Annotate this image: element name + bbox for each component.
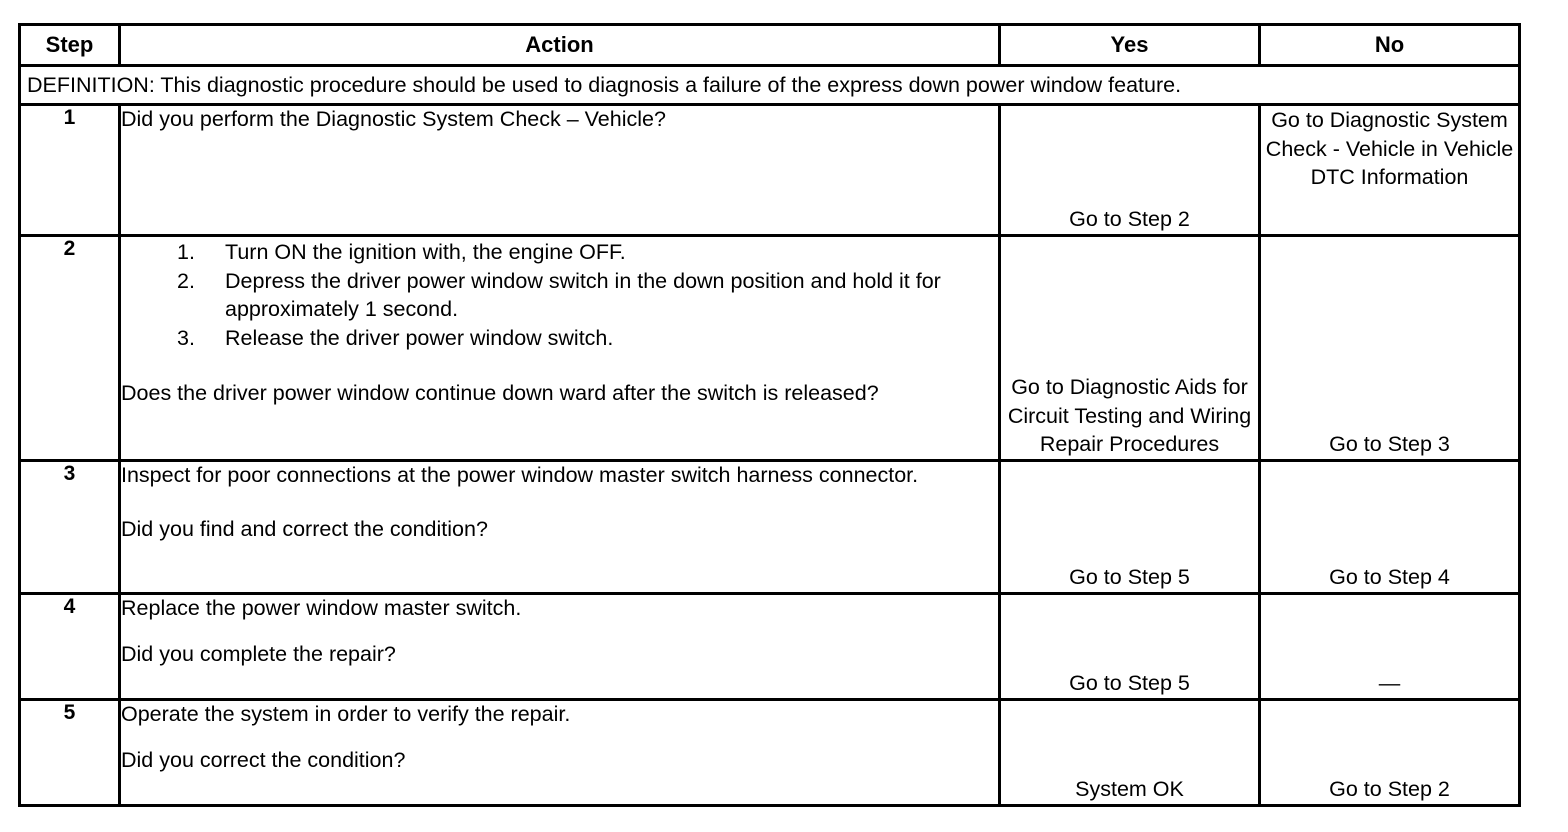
action-question-text: Did you find and correct the condition? (121, 516, 488, 541)
column-header-step: Step (18, 23, 121, 67)
spacer (121, 354, 998, 380)
table-header-row: Step Action Yes No (18, 23, 1521, 67)
action-lead-text: Replace the power window master switch. (121, 596, 522, 620)
step-number: 5 (18, 698, 121, 807)
definition-text: DEFINITION: This diagnostic procedure sh… (18, 64, 1521, 106)
column-header-action: Action (118, 23, 1001, 67)
table-row: 2 1. Turn ON the ignition with, the engi… (18, 234, 1521, 462)
step-number: 3 (18, 459, 121, 595)
action-lead-text: Operate the system in order to verify th… (121, 702, 571, 726)
no-answer: Go to Diagnostic System Check - Vehicle … (1258, 103, 1521, 237)
no-answer: Go to Step 2 (1258, 698, 1521, 807)
column-header-no: No (1258, 23, 1521, 67)
column-header-yes: Yes (998, 23, 1261, 67)
no-answer: — (1258, 592, 1521, 701)
action-cell: Inspect for poor connections at the powe… (118, 459, 1001, 595)
action-lead-text: Inspect for poor connections at the powe… (121, 463, 919, 487)
list-item-text: Depress the driver power window switch i… (225, 268, 941, 321)
yes-answer: System OK (998, 698, 1261, 807)
action-numbered-list: 1. Turn ON the ignition with, the engine… (121, 239, 998, 353)
list-item-text: Release the driver power window switch. (225, 325, 614, 350)
table-row: 3 Inspect for poor connections at the po… (18, 459, 1521, 595)
definition-row: DEFINITION: This diagnostic procedure sh… (18, 64, 1521, 106)
list-item-number: 1. (177, 240, 195, 264)
action-question-text: Did you complete the repair? (121, 641, 396, 666)
table-row: 4 Replace the power window master switch… (18, 592, 1521, 701)
list-item: 3. Release the driver power window switc… (177, 325, 998, 353)
table-row: 1 Did you perform the Diagnostic System … (18, 103, 1521, 237)
list-item: 2. Depress the driver power window switc… (177, 268, 998, 324)
step-number: 4 (18, 592, 121, 701)
list-item-text: Turn ON the ignition with, the engine OF… (225, 240, 626, 264)
action-lead-text: Did you perform the Diagnostic System Ch… (121, 107, 666, 131)
list-item-number: 3. (177, 325, 195, 350)
diagnostic-procedure-table: Step Action Yes No DEFINITION: This diag… (18, 23, 1521, 807)
table-row: 5 Operate the system in order to verify … (18, 698, 1521, 807)
step-number: 2 (18, 234, 121, 462)
yes-answer: Go to Diagnostic Aids for Circuit Testin… (998, 234, 1261, 462)
action-cell: 1. Turn ON the ignition with, the engine… (118, 234, 1001, 462)
yes-answer: Go to Step 5 (998, 592, 1261, 701)
action-question-text: Did you correct the condition? (121, 747, 406, 772)
step-number: 1 (18, 103, 121, 237)
action-cell: Did you perform the Diagnostic System Ch… (118, 103, 1001, 237)
spacer (121, 490, 998, 516)
no-answer: Go to Step 4 (1258, 459, 1521, 595)
spacer (121, 623, 998, 641)
list-item: 1. Turn ON the ignition with, the engine… (177, 239, 998, 267)
action-cell: Replace the power window master switch. … (118, 592, 1001, 701)
list-item-number: 2. (177, 268, 195, 293)
action-cell: Operate the system in order to verify th… (118, 698, 1001, 807)
action-question-text: Does the driver power window continue do… (121, 380, 879, 405)
spacer (121, 729, 998, 747)
no-answer: Go to Step 3 (1258, 234, 1521, 462)
yes-answer: Go to Step 5 (998, 459, 1261, 595)
yes-answer: Go to Step 2 (998, 103, 1261, 237)
